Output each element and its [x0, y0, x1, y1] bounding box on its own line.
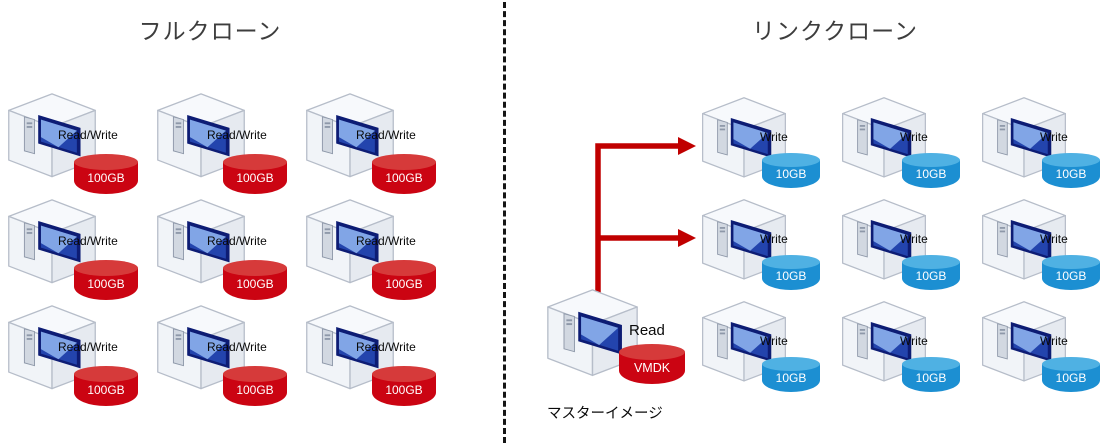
vm-access-label: Write — [1040, 334, 1068, 348]
disk-icon: 10GB — [1042, 357, 1100, 392]
disk-icon: 10GB — [762, 255, 820, 290]
vm-access-label: Read/Write — [58, 340, 118, 354]
disk-size-label: 10GB — [915, 371, 947, 385]
clone-arrows — [595, 137, 696, 300]
vm-access-label: Read/Write — [207, 128, 267, 142]
disk-size-label: 10GB — [1055, 167, 1087, 181]
disk-size-label: 10GB — [775, 269, 807, 283]
disk-icon: 10GB — [902, 255, 960, 290]
vm-unit: Read/Write 100GB — [304, 92, 453, 198]
panel-divider — [503, 2, 506, 443]
disk-size-label: 10GB — [1055, 371, 1087, 385]
disk-size-label: 10GB — [915, 269, 947, 283]
vm-access-label: Read/Write — [58, 234, 118, 248]
disk-icon: 10GB — [1042, 255, 1100, 290]
disk-icon: 100GB — [372, 260, 436, 300]
vm-unit: Write 10GB — [700, 198, 840, 300]
disk-icon: 100GB — [372, 366, 436, 406]
vm-access-label: Read/Write — [207, 234, 267, 248]
vm-unit: Read/Write 100GB — [6, 92, 155, 198]
disk-size-label: 100GB — [385, 277, 423, 291]
vm-access-label: Read/Write — [356, 340, 416, 354]
vm-unit: Write 10GB — [980, 198, 1110, 300]
vm-access-label: Write — [1040, 130, 1068, 144]
master-image-caption: マスターイメージ — [547, 406, 663, 422]
disk-icon: 100GB — [372, 154, 436, 194]
master-disk-label: VMDK — [633, 361, 671, 375]
vm-access-label: Write — [760, 334, 788, 348]
vm-access-label: Write — [900, 334, 928, 348]
disk-icon: 100GB — [74, 154, 138, 194]
disk-size-label: 10GB — [1055, 269, 1087, 283]
vm-unit: Write 10GB — [840, 198, 980, 300]
disk-icon: 100GB — [223, 260, 287, 300]
vm-access-label: Write — [1040, 232, 1068, 246]
disk-icon: 100GB — [74, 260, 138, 300]
vm-unit: Read/Write 100GB — [6, 198, 155, 304]
vm-access-label: Write — [760, 232, 788, 246]
full-clone-grid: Read/Write 100GB Read/Write 100GB Read/W… — [6, 92, 453, 410]
vm-unit: Read/Write 100GB — [6, 304, 155, 410]
vm-unit: Read/Write 100GB — [155, 92, 304, 198]
vm-unit: Write 10GB — [700, 300, 840, 402]
disk-icon: 100GB — [223, 366, 287, 406]
disk-icon: 100GB — [223, 154, 287, 194]
disk-icon: 10GB — [762, 357, 820, 392]
master-access-label: Read — [629, 322, 665, 339]
vm-unit: Write 10GB — [840, 300, 980, 402]
master-disk-icon: VMDK — [619, 344, 685, 384]
disk-size-label: 100GB — [87, 383, 125, 397]
disk-size-label: 100GB — [87, 277, 125, 291]
disk-icon: 10GB — [902, 153, 960, 188]
vm-access-label: Read/Write — [356, 128, 416, 142]
vm-unit: Read/Write 100GB — [304, 304, 453, 410]
vm-unit: Read/Write 100GB — [304, 198, 453, 304]
disk-size-label: 100GB — [236, 383, 274, 397]
vm-unit: Read/Write 100GB — [155, 198, 304, 304]
linked-clone-grid: Write 10GB Write 10GB Write 10GB — [700, 96, 1110, 402]
disk-size-label: 100GB — [236, 171, 274, 185]
disk-size-label: 100GB — [385, 383, 423, 397]
disk-size-label: 10GB — [915, 167, 947, 181]
disk-size-label: 100GB — [236, 277, 274, 291]
vm-access-label: Write — [760, 130, 788, 144]
vm-access-label: Write — [900, 232, 928, 246]
disk-size-label: 10GB — [775, 167, 807, 181]
disk-size-label: 100GB — [87, 171, 125, 185]
vm-access-label: Read/Write — [207, 340, 267, 354]
vm-unit: Write 10GB — [980, 96, 1110, 198]
disk-icon: 10GB — [902, 357, 960, 392]
linked-clone-title: リンククローン — [752, 18, 918, 44]
disk-icon: 10GB — [1042, 153, 1100, 188]
vm-access-label: Read/Write — [58, 128, 118, 142]
vm-unit: Write 10GB — [840, 96, 980, 198]
vm-unit: Write 10GB — [980, 300, 1110, 402]
vm-access-label: Read/Write — [356, 234, 416, 248]
vm-unit: Read/Write 100GB — [155, 304, 304, 410]
disk-size-label: 10GB — [775, 371, 807, 385]
full-clone-title: フルクローン — [138, 18, 282, 44]
vm-unit: Write 10GB — [700, 96, 840, 198]
master-image-unit: Read VMDK — [545, 288, 725, 408]
disk-size-label: 100GB — [385, 171, 423, 185]
disk-icon: 10GB — [762, 153, 820, 188]
disk-icon: 100GB — [74, 366, 138, 406]
vm-access-label: Write — [900, 130, 928, 144]
